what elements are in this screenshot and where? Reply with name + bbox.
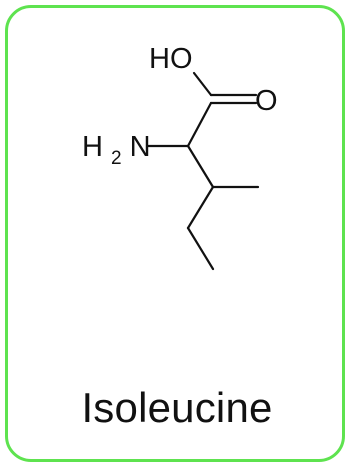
amine-subscript-label: 2 bbox=[111, 148, 122, 169]
hydroxyl-label: HO bbox=[149, 43, 193, 75]
carbonyl-oxygen-label: O bbox=[255, 85, 278, 117]
isoleucine-structure: HO O H 2 N bbox=[82, 43, 278, 271]
molecule-card bbox=[5, 5, 345, 462]
bond-carboxyl-alpha bbox=[186, 101, 213, 148]
bond-gamma-delta bbox=[186, 226, 215, 271]
amine-label: H 2 N bbox=[82, 131, 151, 171]
bond-ho-c bbox=[192, 71, 213, 97]
amine-n-label: N bbox=[130, 131, 151, 163]
molecule-name: Isoleucine bbox=[81, 384, 273, 431]
bond-beta-gamma bbox=[186, 185, 215, 230]
bond-alpha-beta bbox=[186, 144, 215, 189]
amine-h-label: H bbox=[82, 131, 103, 163]
